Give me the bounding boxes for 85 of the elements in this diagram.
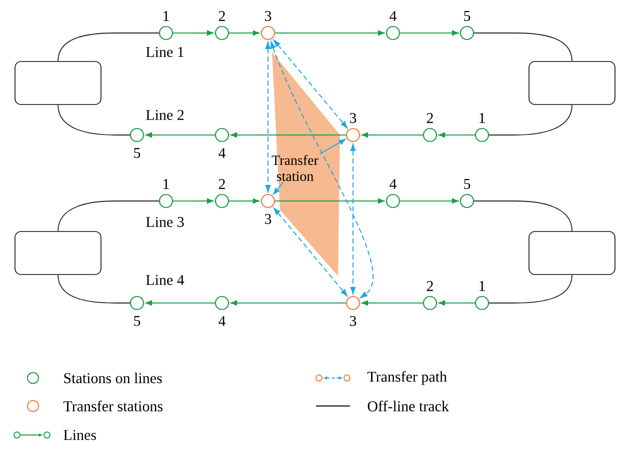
arrow — [274, 30, 384, 36]
arrow — [230, 300, 346, 306]
leader-arrow — [273, 182, 284, 194]
station-circle — [158, 194, 174, 208]
station-circle — [460, 26, 474, 40]
rounded-box — [528, 231, 616, 275]
track-line — [488, 274, 572, 304]
line-label: Line 2 — [146, 110, 184, 120]
arrow — [146, 132, 216, 138]
station-circle — [130, 128, 144, 142]
legend-text: Stations on lines — [64, 372, 162, 384]
track-line — [58, 200, 160, 232]
station-number: 1 — [164, 179, 169, 189]
station-number: 1 — [164, 11, 169, 21]
station-number: 4 — [390, 11, 396, 21]
rounded-box — [14, 231, 102, 275]
transfer-path-arrow — [265, 42, 271, 192]
transfer-label: Transfer station — [272, 155, 318, 181]
rounded-box — [14, 61, 102, 105]
station-circle — [130, 296, 144, 310]
legend-text: Lines — [64, 430, 96, 440]
station-circle — [474, 296, 490, 310]
legend-text: Off-line track — [368, 400, 449, 412]
station-circle — [460, 194, 474, 208]
legend-text: Transfer stations — [63, 400, 162, 412]
station-number: 5 — [134, 148, 140, 158]
station-number: 2 — [218, 179, 225, 189]
transfer-station-circle — [346, 296, 360, 310]
station-number: 2 — [426, 113, 433, 123]
station-circle — [214, 194, 230, 208]
station-number: 3 — [264, 214, 272, 224]
station-circle — [386, 26, 400, 40]
line-label: Line 1 — [146, 46, 184, 58]
arrow — [362, 300, 424, 306]
arrow — [400, 198, 458, 204]
transfer-path-arrow — [270, 41, 374, 298]
station-number: 3 — [264, 10, 272, 22]
arrow — [438, 132, 476, 138]
line-label: Line 4 — [146, 274, 184, 286]
station-circle — [214, 128, 230, 142]
station-circle — [214, 26, 230, 40]
station-number: 5 — [464, 11, 470, 21]
arrow — [172, 198, 214, 204]
station-number: 4 — [218, 148, 226, 158]
station-number: 4 — [218, 316, 226, 326]
station-circle — [422, 128, 438, 142]
station-number: 1 — [480, 113, 485, 123]
track-line — [58, 274, 130, 304]
arrow — [172, 30, 214, 36]
station-number: 5 — [134, 316, 140, 326]
arrow — [362, 132, 424, 138]
track-line — [474, 32, 572, 62]
transfer-station-circle — [260, 26, 276, 40]
track-line — [58, 104, 130, 136]
transfer-station-circle — [346, 128, 360, 142]
station-circle — [158, 26, 174, 40]
station-number: 2 — [426, 281, 433, 291]
arrow — [274, 198, 384, 204]
arrow — [230, 132, 346, 138]
arrow — [400, 30, 458, 36]
station-circle — [214, 296, 230, 310]
transfer-path-arrow — [350, 144, 356, 294]
arrow — [146, 300, 216, 306]
station-circle — [422, 296, 438, 310]
station-number: 5 — [464, 179, 470, 189]
transfer-station-circle — [260, 194, 276, 208]
transfer-path-arrow — [274, 40, 348, 128]
arrow — [438, 300, 476, 306]
track-line — [488, 104, 572, 136]
station-circle — [474, 128, 490, 142]
arrow — [228, 30, 260, 36]
station-number: 3 — [350, 112, 356, 124]
station-number: 2 — [218, 11, 225, 21]
station-number: 1 — [480, 281, 485, 291]
station-circle — [386, 194, 400, 208]
line-label: Line 3 — [146, 216, 184, 228]
track-line — [58, 32, 160, 62]
track-line — [474, 200, 572, 232]
leader-arrow — [319, 139, 346, 154]
station-number: 3 — [350, 316, 356, 326]
transfer-path-arrow — [274, 208, 348, 296]
arrow — [228, 198, 260, 204]
legend-text: Transfer path — [367, 371, 447, 385]
rounded-box — [528, 61, 616, 105]
station-number: 4 — [390, 179, 396, 189]
